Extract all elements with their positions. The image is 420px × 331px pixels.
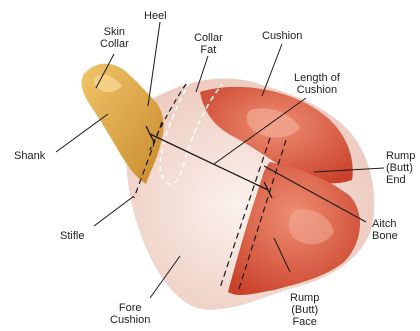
label-length-of-cushion: Length of Cushion — [294, 72, 340, 96]
label-skin-collar: Skin Collar — [100, 26, 129, 50]
label-shank: Shank — [14, 150, 45, 162]
leader-heel — [148, 22, 160, 106]
label-fore-cushion: Fore Cushion — [110, 302, 150, 326]
label-aitch-bone: Aitch Bone — [372, 218, 398, 242]
label-rump-butt-face: Rump (Butt) Face — [290, 292, 319, 328]
label-collar-fat: Collar Fat — [194, 32, 223, 56]
label-cushion: Cushion — [262, 30, 302, 42]
label-heel: Heel — [144, 10, 167, 22]
leader-stifle — [94, 196, 134, 226]
leader-shank — [56, 114, 108, 152]
label-rump-butt-end: Rump (Butt) End — [386, 150, 415, 186]
label-stifle: Stifle — [60, 230, 84, 242]
